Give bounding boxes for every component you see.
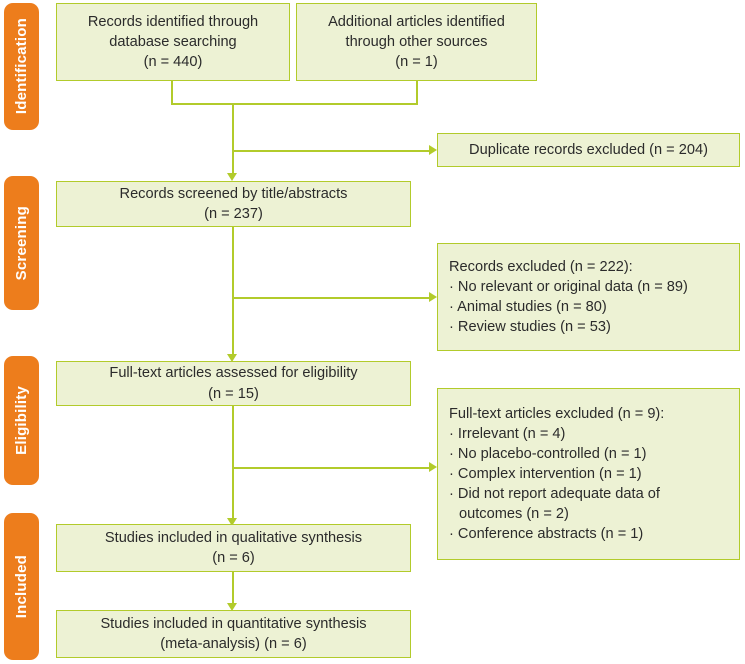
node-records-excluded-line-3: · Animal studies (n = 80) [449, 299, 607, 315]
connector-qualitative-down [232, 572, 234, 605]
node-fulltext-excluded-line-3: · No placebo-controlled (n = 1) [449, 445, 647, 462]
stage-tab-eligibility: Eligibility [4, 356, 39, 485]
connector-database-records-down [171, 80, 173, 103]
arrow-into-fulltext-assessed [227, 354, 237, 362]
stage-tab-screening: Screening [4, 176, 39, 310]
arrow-into-records-excluded [429, 292, 437, 302]
node-database-records: Records identified through database sear… [56, 3, 290, 81]
connector-other-sources-down [416, 80, 418, 103]
node-records-screened: Records screened by title/abstracts (n =… [56, 181, 411, 227]
node-fulltext-excluded-line-7: · Conference abstracts (n = 1) [449, 526, 644, 543]
node-fulltext-assessed-line-1: Full-text articles assessed for eligibil… [109, 365, 358, 382]
node-duplicates-excluded-line-1: Duplicate records excluded (n = 204) [469, 141, 708, 158]
node-database-records-line-3: (n = 440) [143, 54, 203, 71]
node-fulltext-excluded-line-1: Full-text articles excluded (n = 9): [449, 405, 665, 422]
arrow-into-duplicates-excluded [429, 145, 437, 155]
stage-tab-identification-label: Identification [13, 18, 30, 115]
node-database-records-line-2: database searching [109, 33, 237, 50]
connector-to-records-excluded [232, 297, 429, 299]
node-fulltext-excluded-line-4: · Complex intervention (n = 1) [449, 465, 642, 482]
arrow-into-quantitative-synthesis [227, 603, 237, 611]
stage-tab-included: Included [4, 513, 39, 660]
node-other-sources-line-2: through other sources [345, 33, 488, 50]
node-records-screened-line-1: Records screened by title/abstracts [119, 185, 348, 202]
node-fulltext-excluded-line-2: · Irrelevant (n = 4) [449, 425, 566, 442]
node-records-excluded-line-4: · Review studies (n = 53) [449, 319, 611, 336]
connector-to-duplicates-excluded [232, 150, 429, 152]
node-fulltext-assessed: Full-text articles assessed for eligibil… [56, 361, 411, 406]
node-fulltext-excluded-line-5: · Did not report adequate data of [449, 486, 660, 503]
stage-tab-identification: Identification [4, 3, 39, 130]
node-other-sources-line-3: (n = 1) [395, 54, 438, 71]
node-records-excluded-line-2: · No relevant or original data (n = 89) [449, 278, 688, 295]
node-fulltext-excluded: Full-text articles excluded (n = 9): · I… [437, 388, 740, 560]
arrow-into-qualitative-synthesis [227, 518, 237, 526]
node-qualitative-synthesis-line-1: Studies included in qualitative synthesi… [104, 529, 363, 546]
node-records-excluded: Records excluded (n = 222): · No relevan… [437, 243, 740, 351]
node-records-excluded-line-1: Records excluded (n = 222): [449, 258, 633, 275]
node-qualitative-synthesis: Studies included in qualitative synthesi… [56, 524, 411, 572]
stage-tab-eligibility-label: Eligibility [13, 386, 30, 455]
node-duplicates-excluded: Duplicate records excluded (n = 204) [437, 133, 740, 167]
node-quantitative-synthesis-line-1: Studies included in quantitative synthes… [100, 615, 367, 632]
stage-tab-screening-label: Screening [13, 205, 30, 281]
node-fulltext-excluded-line-6: outcomes (n = 2) [459, 506, 569, 523]
node-quantitative-synthesis-line-2: (meta-analysis) (n = 6) [160, 636, 307, 652]
arrow-into-records-screened [227, 173, 237, 181]
connector-merge-bar [171, 103, 418, 105]
node-fulltext-assessed-line-2: (n = 15) [208, 385, 259, 402]
node-records-screened-line-2: (n = 237) [204, 206, 263, 222]
node-database-records-line-1: Records identified through [87, 13, 259, 30]
connector-to-fulltext-excluded [232, 467, 429, 469]
connector-records-screened-down [232, 226, 234, 356]
arrow-into-fulltext-excluded [429, 462, 437, 472]
node-qualitative-synthesis-line-2: (n = 6) [212, 550, 255, 566]
node-quantitative-synthesis: Studies included in quantitative synthes… [56, 610, 411, 658]
node-other-sources-line-1: Additional articles identified [328, 13, 505, 30]
connector-merge-down [232, 103, 234, 175]
connector-fulltext-assessed-down [232, 405, 234, 520]
node-other-sources: Additional articles identified through o… [296, 3, 537, 81]
stage-tab-included-label: Included [13, 554, 30, 619]
